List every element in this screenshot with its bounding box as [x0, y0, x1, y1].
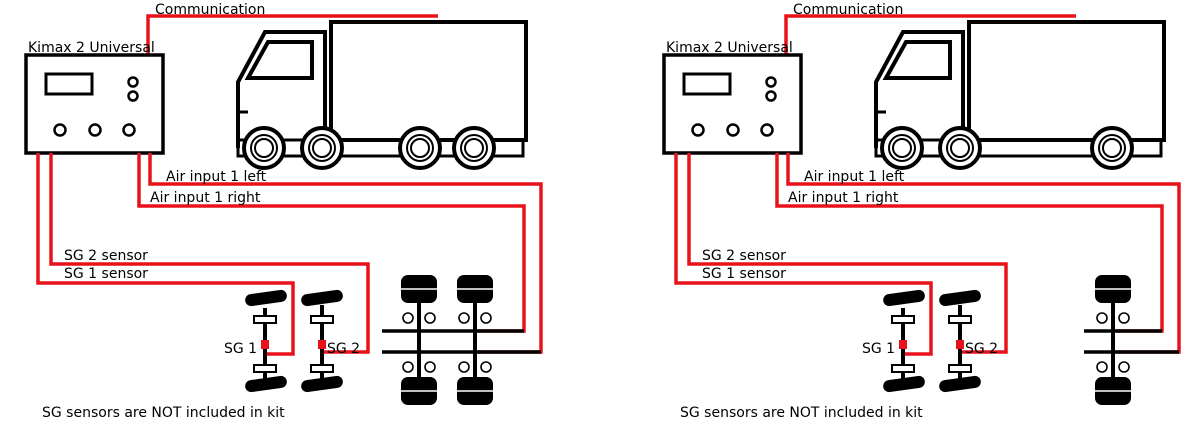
kit-note: SG sensors are NOT included in kit [680, 405, 923, 421]
controller-label: Kimax 2 Universal [666, 40, 793, 56]
sg1-axle-icon [882, 289, 926, 393]
controller-box [662, 53, 803, 155]
sg2-label: SG 2 [965, 341, 998, 357]
sg2-axle-icon [938, 289, 982, 393]
air-input-left-label: Air input 1 left [804, 169, 905, 185]
sg1-sensor-label: SG 1 sensor [702, 266, 786, 282]
truck-icon [236, 20, 528, 170]
communication-label: Communication [155, 2, 265, 18]
truck-icon [874, 20, 1166, 170]
drive-axle-icon [1084, 274, 1179, 406]
diagram-right: Communication Kimax 2 Universal Air inpu… [662, 2, 1181, 421]
air-input-right-label: Air input 1 right [150, 190, 261, 206]
drive-axles-icon [382, 274, 541, 406]
air-input-right-label: Air input 1 right [788, 190, 899, 206]
sg2-label: SG 2 [327, 341, 360, 357]
sg1-sensor-label: SG 1 sensor [64, 266, 148, 282]
communication-label: Communication [793, 2, 903, 18]
diagram-left: Communication Kimax 2 Universal Air inpu… [24, 2, 543, 421]
sg1-axle-icon [244, 289, 288, 393]
sg1-label: SG 1 [862, 341, 895, 357]
sg2-sensor-label: SG 2 sensor [702, 248, 786, 264]
sg2-sensor-label: SG 2 sensor [64, 248, 148, 264]
sg1-label: SG 1 [224, 341, 257, 357]
air-input-left-label: Air input 1 left [166, 169, 267, 185]
sg2-axle-icon [300, 289, 344, 393]
controller-box [24, 53, 165, 155]
controller-label: Kimax 2 Universal [28, 40, 155, 56]
kit-note: SG sensors are NOT included in kit [42, 405, 285, 421]
